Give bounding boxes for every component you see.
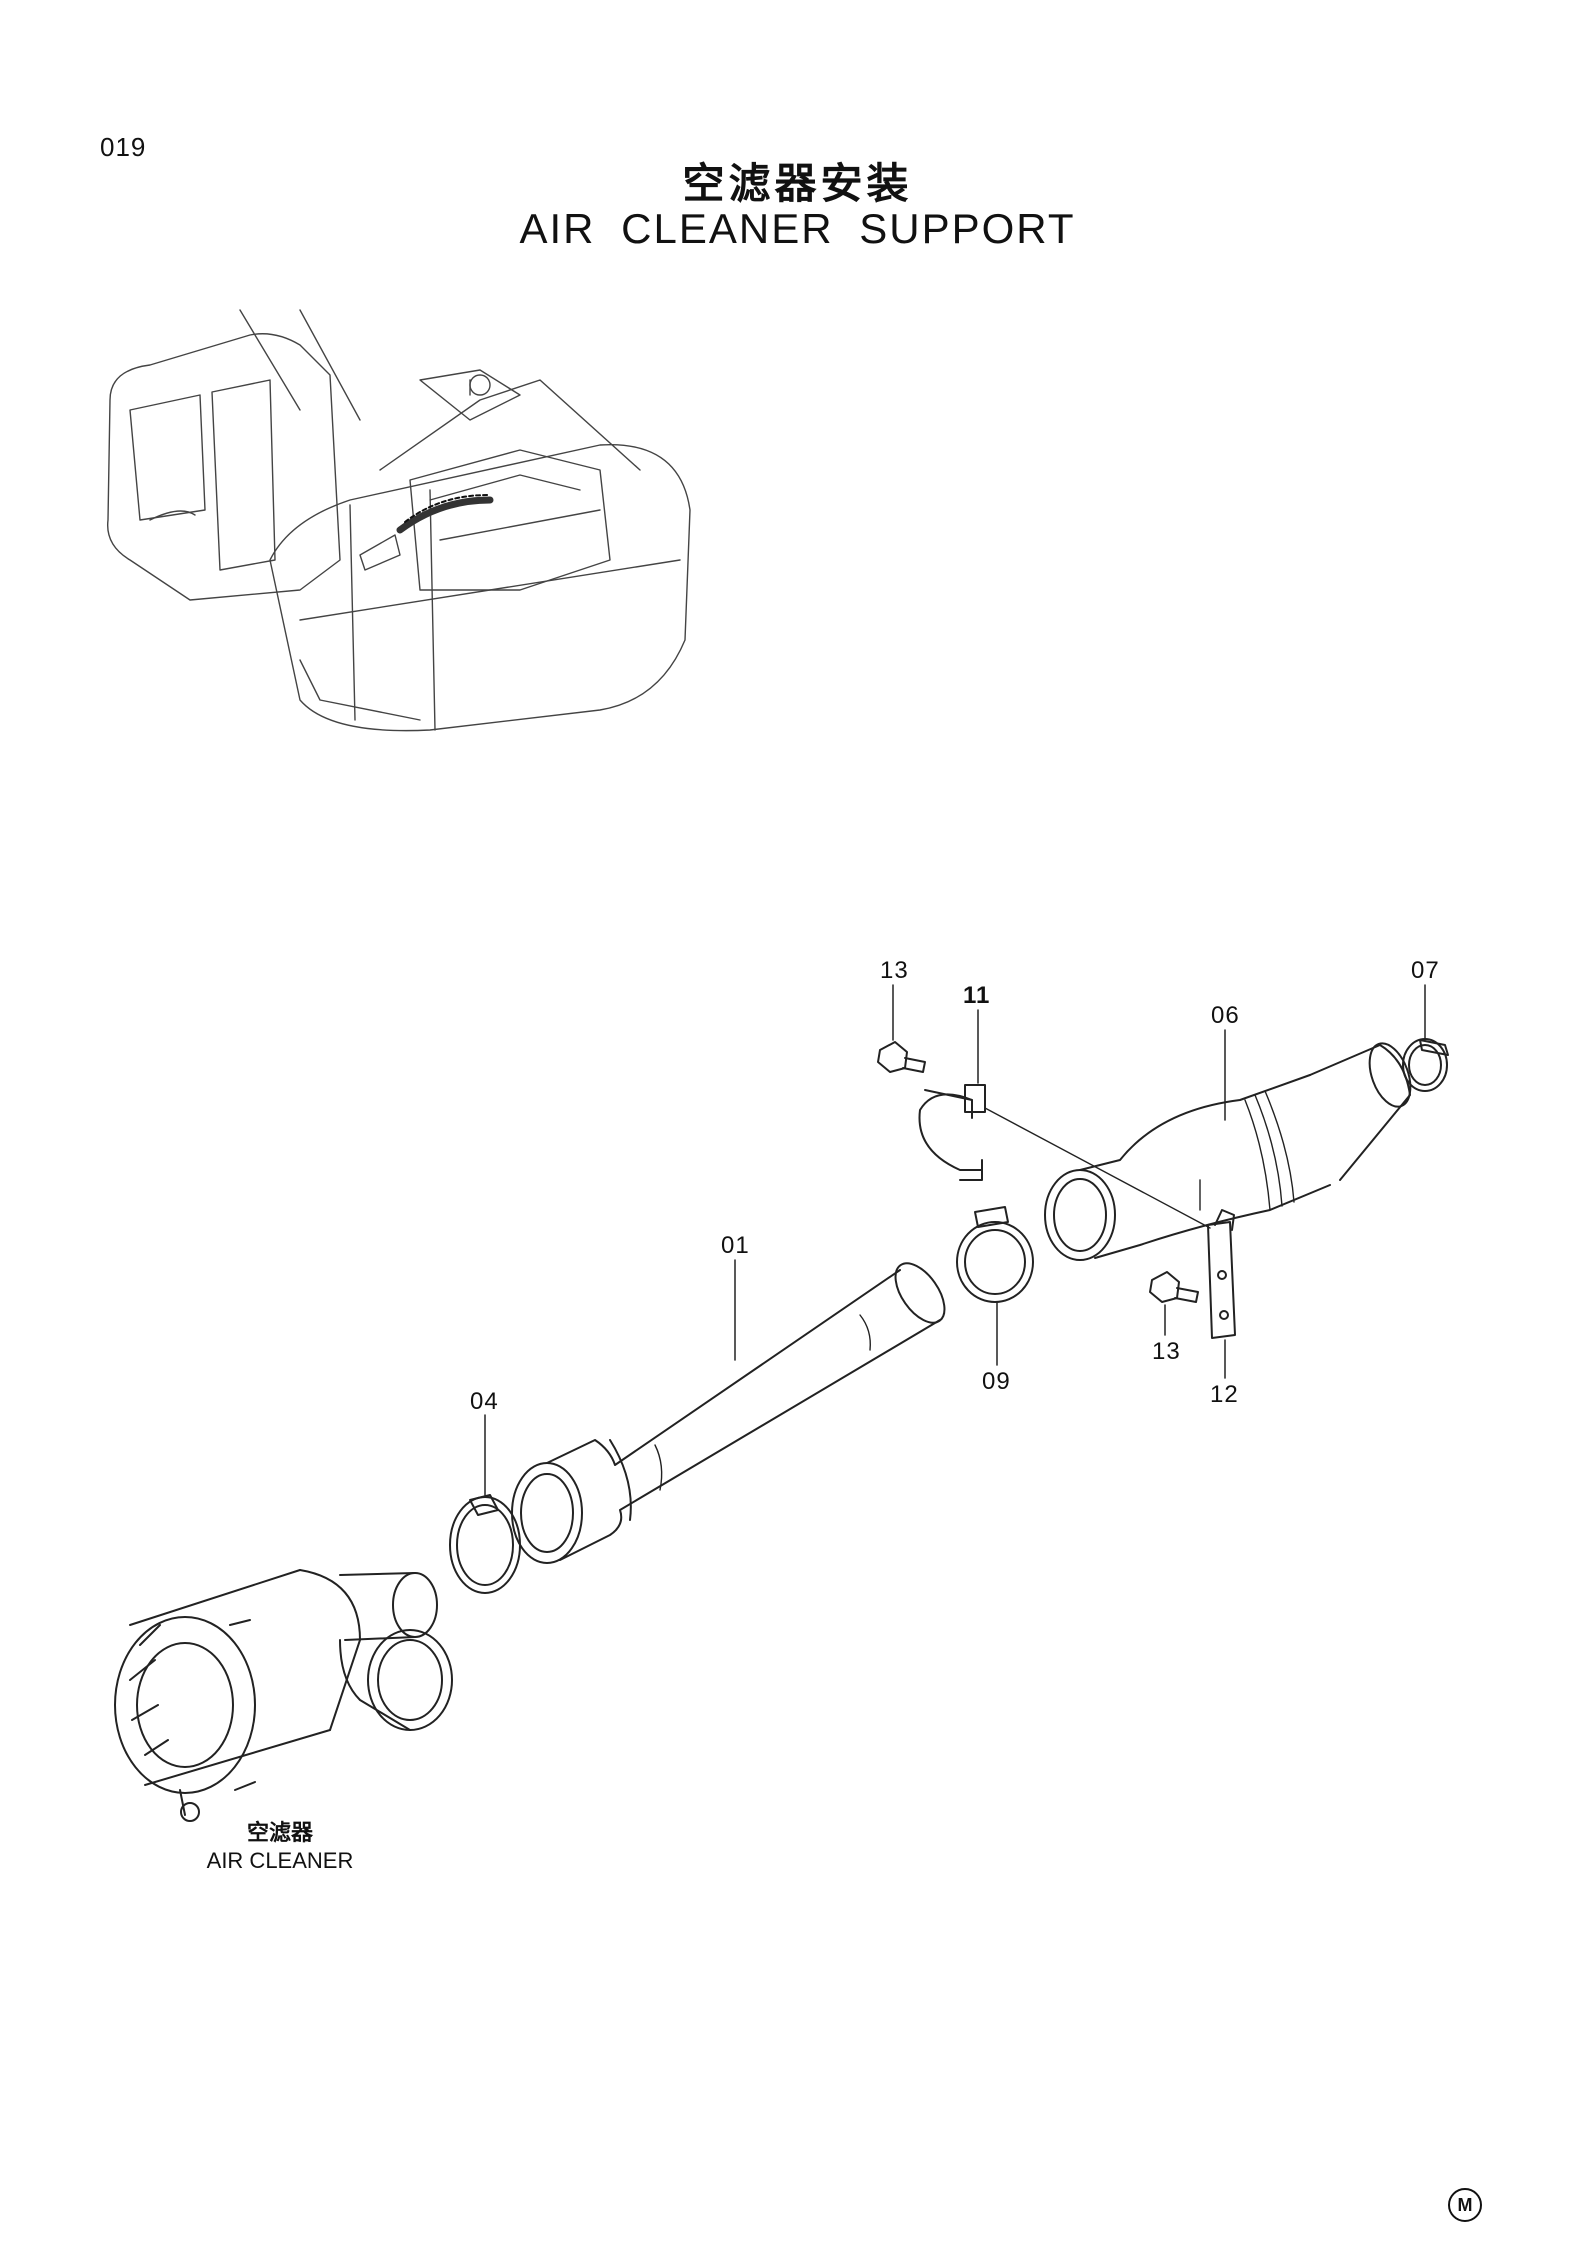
callout-09: 09 — [982, 1368, 1011, 1395]
callout-12: 12 — [1210, 1381, 1239, 1408]
air-cleaner-label-chinese: 空滤器 — [246, 1821, 313, 1846]
callout-01: 01 — [721, 1232, 750, 1259]
part-11-bracket — [918, 1009, 986, 1181]
callout-06: 06 — [1211, 1002, 1240, 1029]
page-number: 019 — [100, 132, 147, 162]
part-13-bolt-upper — [877, 984, 926, 1073]
footer-mark: M — [1448, 2188, 1482, 2222]
title-english: AIR CLEANER SUPPORT — [519, 205, 1076, 252]
excavator-overview — [106, 309, 691, 732]
part-04-clamp — [449, 1414, 521, 1594]
callout-07: 07 — [1411, 957, 1440, 984]
air-cleaner-label-english: AIR CLEANER — [206, 1848, 354, 1873]
title-chinese: 空滤器安装 — [682, 159, 913, 208]
callout-11: 11 — [963, 982, 991, 1009]
part-01-hose — [511, 1259, 946, 1564]
callout-13-lower: 13 — [1152, 1338, 1181, 1365]
air-cleaner-body — [114, 1569, 453, 1822]
part-13-bolt-lower — [1149, 1271, 1199, 1336]
part-07-clamp — [1402, 984, 1449, 1092]
callout-13-upper: 13 — [880, 957, 909, 984]
callout-04: 04 — [470, 1388, 499, 1415]
part-06-elbow — [1044, 1029, 1412, 1261]
part-09-clamp — [956, 1206, 1034, 1366]
part-12-plate — [1207, 1209, 1236, 1379]
